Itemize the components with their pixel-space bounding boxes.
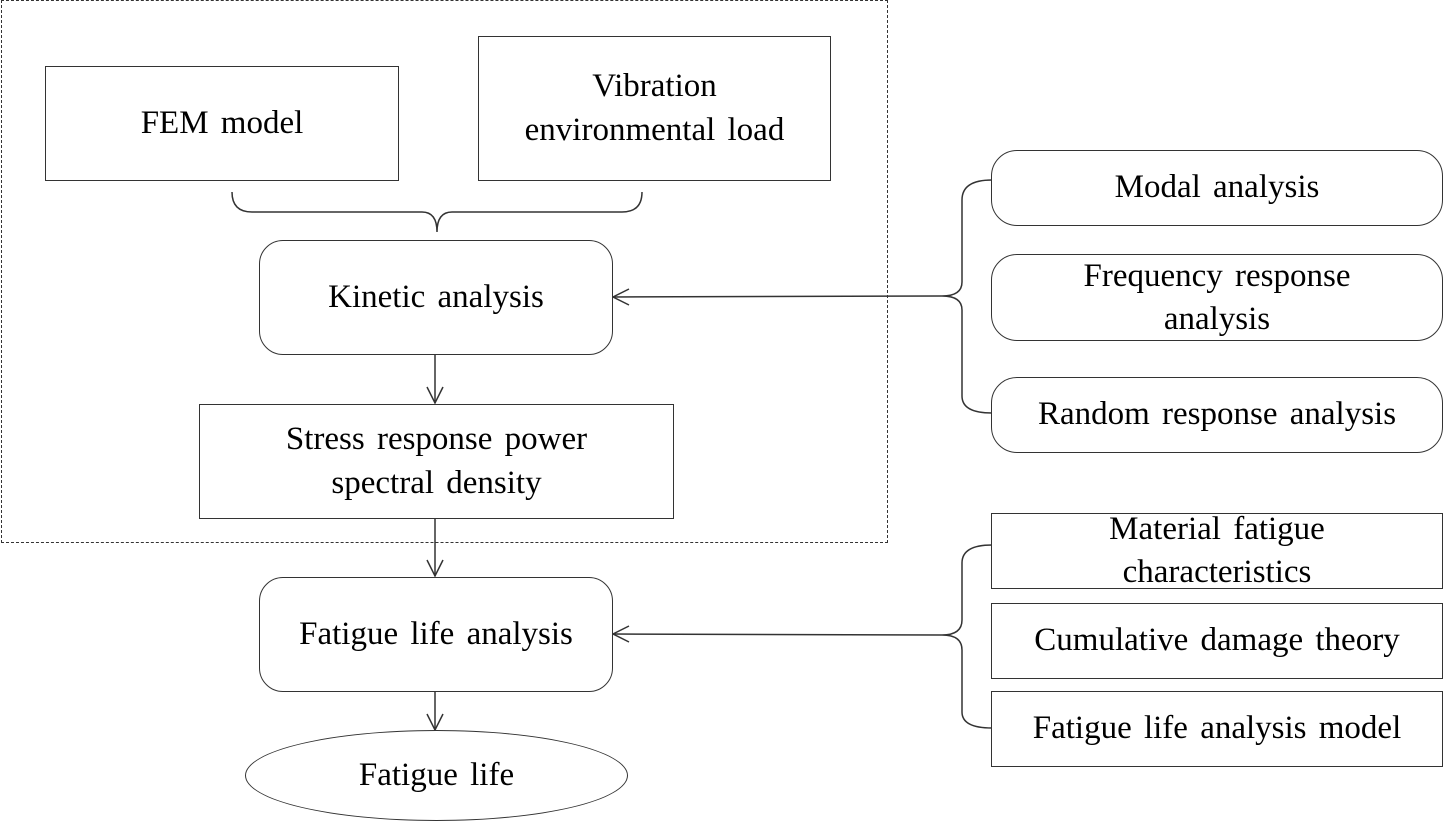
top-merge-brace — [231, 191, 643, 233]
fatigue-model-box: Fatigue life analysis model — [991, 691, 1443, 767]
material-fatigue-line2: characteristics — [1122, 554, 1312, 590]
fem-model-box: FEM model — [45, 66, 399, 181]
stress-to-fatigue-arrowhead — [426, 559, 444, 578]
dashed-group-region — [1, 0, 888, 543]
fatigue-life-ellipse: Fatigue life — [245, 730, 628, 821]
frequency-response-line2: analysis — [1163, 300, 1271, 337]
cumulative-damage-label: Cumulative damage theory — [1034, 622, 1400, 659]
material-fatigue-line1: Material fatigue — [1109, 511, 1325, 548]
kinetic-analysis-box: Kinetic analysis — [259, 240, 613, 355]
fatigue-inputs-arrow-line — [612, 633, 943, 636]
fatigue-inputs-brace — [941, 544, 993, 729]
fatigue-life-analysis-box: Fatigue life analysis — [259, 577, 613, 692]
fem-model-label: FEM model — [140, 104, 304, 141]
modal-analysis-label: Modal analysis — [1114, 169, 1320, 206]
fatigue-inputs-arrowhead — [611, 625, 630, 643]
modal-analysis-box: Modal analysis — [991, 150, 1443, 226]
random-response-box: Random response analysis — [991, 377, 1443, 453]
cumulative-damage-box: Cumulative damage theory — [991, 603, 1443, 679]
frequency-response-line1: Frequency response — [1083, 257, 1351, 294]
fatigue-life-label: Fatigue life — [358, 756, 515, 793]
stress-psd-line1: Stress response power — [285, 420, 588, 457]
frequency-response-box: Frequency response analysis — [991, 254, 1443, 341]
stress-psd-line2: spectral density — [331, 464, 542, 501]
kinetic-inputs-brace — [941, 179, 993, 414]
kinetic-to-stress-arrowhead — [426, 386, 444, 405]
vibration-label-line1: Vibration — [592, 67, 717, 104]
random-response-label: Random response analysis — [1037, 396, 1397, 433]
kinetic-inputs-arrowhead — [611, 288, 630, 306]
vibration-label-line2: environmental load — [524, 111, 785, 148]
kinetic-analysis-label: Kinetic analysis — [328, 278, 544, 315]
material-fatigue-box: Material fatigue characteristics — [991, 511, 1443, 590]
kinetic-inputs-arrow-line — [612, 295, 943, 298]
fatigue-model-label: Fatigue life analysis model — [1032, 710, 1402, 747]
vibration-load-box: Vibration environmental load — [478, 36, 831, 181]
fatigue-life-analysis-label: Fatigue life analysis — [299, 615, 573, 652]
stress-psd-box: Stress response power spectral density — [199, 404, 674, 519]
